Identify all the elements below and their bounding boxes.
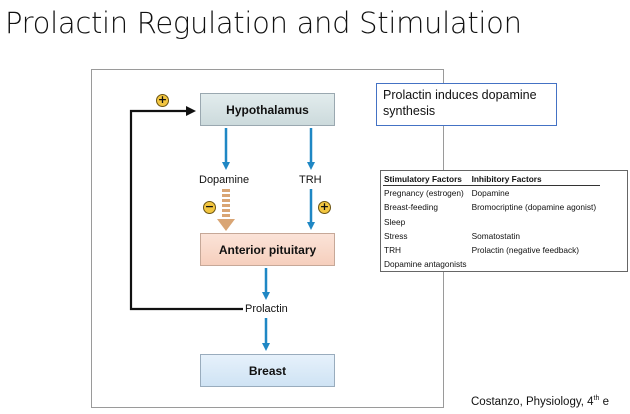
source-credit: Costanzo, Physiology, 4th e <box>471 395 609 408</box>
trh-label: TRH <box>299 174 322 186</box>
table-cell: Bromocriptine (dopamine agonist) <box>471 202 597 213</box>
table-cell: Stress <box>384 230 408 241</box>
feedback-loop-arrow <box>129 106 243 311</box>
table-cell <box>471 257 601 271</box>
table-cell: Breast-feeding <box>384 202 438 213</box>
inhibitory-arrow-dopamine <box>217 189 235 231</box>
factors-table-box: Stimulatory Factors Inhibitory Factors P… <box>380 170 628 272</box>
credit-superscript: th <box>593 395 600 402</box>
hypothalamus-label: Hypothalamus <box>226 102 309 117</box>
factors-table: Stimulatory Factors Inhibitory Factors P… <box>383 174 601 272</box>
table-cell: Somatostatin <box>471 230 520 241</box>
callout-box: Prolactin induces dopamine synthesis <box>376 83 557 126</box>
breast-box: Breast <box>200 354 335 387</box>
factors-table-header: Stimulatory Factors Inhibitory Factors <box>383 174 601 186</box>
table-cell <box>471 215 601 229</box>
slide-title: Prolactin Regulation and Stimulation <box>5 6 522 40</box>
header-stimulatory: Stimulatory Factors <box>383 174 471 186</box>
credit-tail: e <box>599 395 609 408</box>
table-row: Pregnancy (estrogen) Dopamine <box>383 186 600 201</box>
table-row: TRH Prolactin (negative feedback) <box>383 243 600 257</box>
table-row: Sleep <box>383 215 600 229</box>
callout-text: Prolactin induces dopamine synthesis <box>383 88 537 118</box>
table-row: Dopamine antagonists <box>383 257 600 271</box>
dopamine-label: Dopamine <box>199 174 250 186</box>
credit-text: Costanzo, Physiology, 4 <box>471 395 594 408</box>
table-row: Breast-feeding Bromocriptine (dopamine ag… <box>383 200 600 214</box>
plus-sign-trh-icon: + <box>318 200 331 214</box>
table-cell: Dopamine <box>471 188 510 198</box>
table-row: Stress Somatostatin <box>383 229 600 243</box>
table-cell: Pregnancy (estrogen) <box>384 188 464 198</box>
minus-sign-dopamine-icon: − <box>203 200 216 214</box>
table-cell: Dopamine antagonists <box>384 259 467 270</box>
header-inhibitory: Inhibitory Factors <box>470 174 601 186</box>
prolactin-label: Prolactin <box>245 303 288 315</box>
table-cell: Sleep <box>384 216 406 227</box>
table-cell: Prolactin (negative feedback) <box>471 245 580 256</box>
hypothalamus-box: Hypothalamus <box>200 93 335 126</box>
plus-sign-feedback-icon: + <box>156 93 169 107</box>
breast-label: Breast <box>248 363 287 378</box>
table-cell: TRH <box>384 245 402 256</box>
anterior-pituitary-label: Anterior pituitary <box>218 242 317 257</box>
anterior-pituitary-box: Anterior pituitary <box>200 233 335 266</box>
